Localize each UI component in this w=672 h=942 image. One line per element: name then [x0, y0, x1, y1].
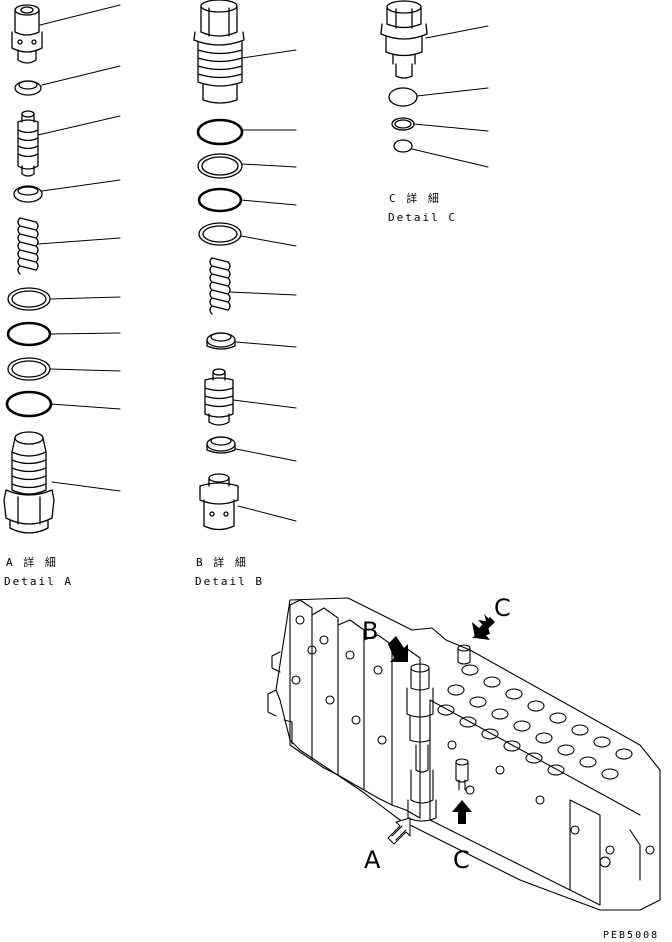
detail-b-poppet	[204, 368, 234, 426]
detail-c-title: C 詳 細	[389, 192, 441, 205]
detail-b-o-ring-2	[197, 187, 243, 213]
detail-c-ring-medium	[391, 117, 415, 131]
detail-b-backup-ring-1	[197, 153, 243, 179]
detail-b-group	[193, 0, 297, 531]
detail-a-valve-cap	[11, 4, 43, 64]
callout-c-lower: C	[453, 846, 470, 874]
detail-b-o-ring-1	[196, 118, 244, 146]
callout-c-upper: C	[494, 594, 511, 622]
arrow-c-upper-icon	[472, 614, 495, 640]
detail-a-leader-lines	[37, 4, 121, 492]
arrow-a-icon	[387, 817, 411, 845]
detail-b-relief-valve	[193, 0, 245, 104]
arrow-b-icon	[388, 636, 408, 662]
detail-a-valve-body	[3, 431, 55, 534]
detail-b-cap	[199, 473, 239, 531]
detail-b-leader-lines	[229, 49, 297, 522]
callout-a: A	[364, 846, 381, 874]
detail-c-caption: Detail C	[388, 211, 457, 224]
detail-a-spring	[17, 217, 39, 275]
detail-b-seat-2	[206, 436, 236, 454]
assembly-valve-b	[406, 663, 434, 743]
detail-b-title: B 詳 細	[196, 556, 248, 569]
detail-b-caption: Detail B	[195, 575, 264, 588]
detail-c-leader-lines	[411, 25, 489, 168]
drawing-number: PEB5008	[603, 930, 660, 941]
detail-a-o-ring-1	[6, 321, 52, 347]
control-valve-assembly	[267, 597, 661, 911]
assembly-valve-c-lower	[455, 758, 469, 791]
detail-c-plug	[380, 0, 428, 79]
detail-a-caption: Detail A	[4, 575, 73, 588]
detail-c-ring-large	[388, 87, 418, 107]
detail-b-spring	[209, 257, 231, 315]
detail-c-ring-small	[393, 139, 413, 153]
detail-a-ring-1	[14, 80, 42, 96]
arrow-c-lower-icon	[452, 800, 472, 824]
detail-a-title: A 詳 細	[6, 556, 58, 569]
detail-a-o-ring-2	[5, 390, 53, 418]
detail-a-backup-ring-2	[7, 357, 51, 381]
detail-a-poppet	[17, 110, 39, 177]
detail-c-group	[380, 0, 489, 168]
detail-b-backup-ring-2	[198, 222, 242, 246]
detail-a-ring-2	[13, 185, 43, 203]
callout-b: B	[362, 617, 379, 645]
detail-a-group	[3, 4, 121, 534]
top-deck-ports	[437, 664, 633, 780]
assembly-valve-a	[407, 744, 437, 822]
assembly-valve-c-upper	[457, 644, 471, 665]
detail-b-seat-1	[206, 332, 236, 350]
detail-a-backup-ring-1	[7, 287, 51, 311]
